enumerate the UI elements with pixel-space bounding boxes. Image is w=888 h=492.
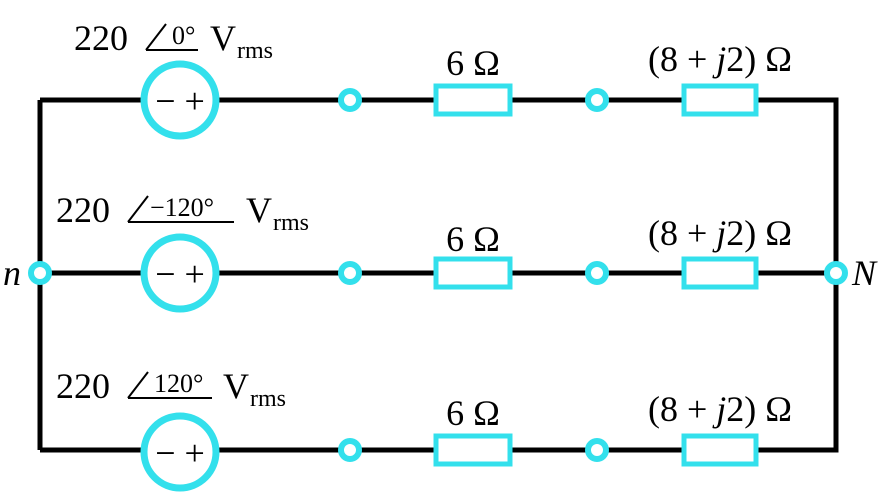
source-angle-b: −120° bbox=[150, 193, 214, 222]
source-magnitude-c: 220 bbox=[56, 366, 110, 406]
load-impedance-label-c: (8 + j2) Ω bbox=[648, 389, 792, 429]
phase-c: − + bbox=[140, 412, 759, 492]
line-impedance-label-a: 6 Ω bbox=[446, 43, 500, 83]
source-unit-sub-c: rms bbox=[250, 386, 286, 412]
source-magnitude-b: 220 bbox=[56, 190, 110, 230]
terminal-b-2 bbox=[585, 261, 609, 285]
source-label-b: 220 −120° V rms bbox=[56, 190, 309, 236]
source-unit-c: V bbox=[223, 366, 249, 406]
load-impedance-b bbox=[681, 256, 759, 290]
terminal-c-1 bbox=[338, 438, 362, 462]
node-n-label: n bbox=[3, 253, 21, 293]
node-N bbox=[824, 261, 848, 285]
load-impedance-label-a: (8 + j2) Ω bbox=[648, 39, 792, 79]
source-polarity-c: − + bbox=[155, 433, 205, 473]
angle-slash-c bbox=[127, 371, 149, 399]
voltage-source-b bbox=[140, 233, 220, 313]
terminal-a-2 bbox=[585, 88, 609, 112]
source-magnitude-a: 220 bbox=[74, 18, 128, 58]
source-unit-b: V bbox=[246, 190, 272, 230]
line-impedance-label-b: 6 Ω bbox=[446, 219, 500, 259]
source-unit-a: V bbox=[210, 18, 236, 58]
node-N-label: N bbox=[851, 253, 878, 293]
source-angle-c: 120° bbox=[154, 369, 203, 398]
source-unit-sub-a: rms bbox=[237, 38, 273, 64]
terminal-a-1 bbox=[338, 88, 362, 112]
node-n bbox=[28, 261, 52, 285]
angle-slash-b bbox=[127, 195, 149, 223]
voltage-source-a bbox=[140, 60, 220, 140]
line-resistor-a bbox=[433, 83, 513, 117]
line-resistor-c bbox=[433, 433, 513, 467]
source-label-c: 220 120° V rms bbox=[56, 366, 286, 412]
source-angle-a: 0° bbox=[172, 21, 195, 50]
source-label-a: 220 0° V rms bbox=[74, 18, 273, 64]
line-resistor-b bbox=[433, 256, 513, 290]
source-polarity-a: − + bbox=[155, 81, 205, 121]
load-impedance-c bbox=[681, 433, 759, 467]
voltage-source-c bbox=[140, 412, 220, 492]
terminal-b-1 bbox=[338, 261, 362, 285]
load-impedance-label-b: (8 + j2) Ω bbox=[648, 213, 792, 253]
phase-a: − + bbox=[140, 60, 759, 140]
terminal-c-2 bbox=[585, 438, 609, 462]
line-impedance-label-c: 6 Ω bbox=[446, 393, 500, 433]
angle-slash-a bbox=[145, 23, 167, 51]
phase-b: − + bbox=[140, 233, 759, 313]
source-unit-sub-b: rms bbox=[273, 210, 309, 236]
load-impedance-a bbox=[681, 83, 759, 117]
source-polarity-b: − + bbox=[155, 254, 205, 294]
